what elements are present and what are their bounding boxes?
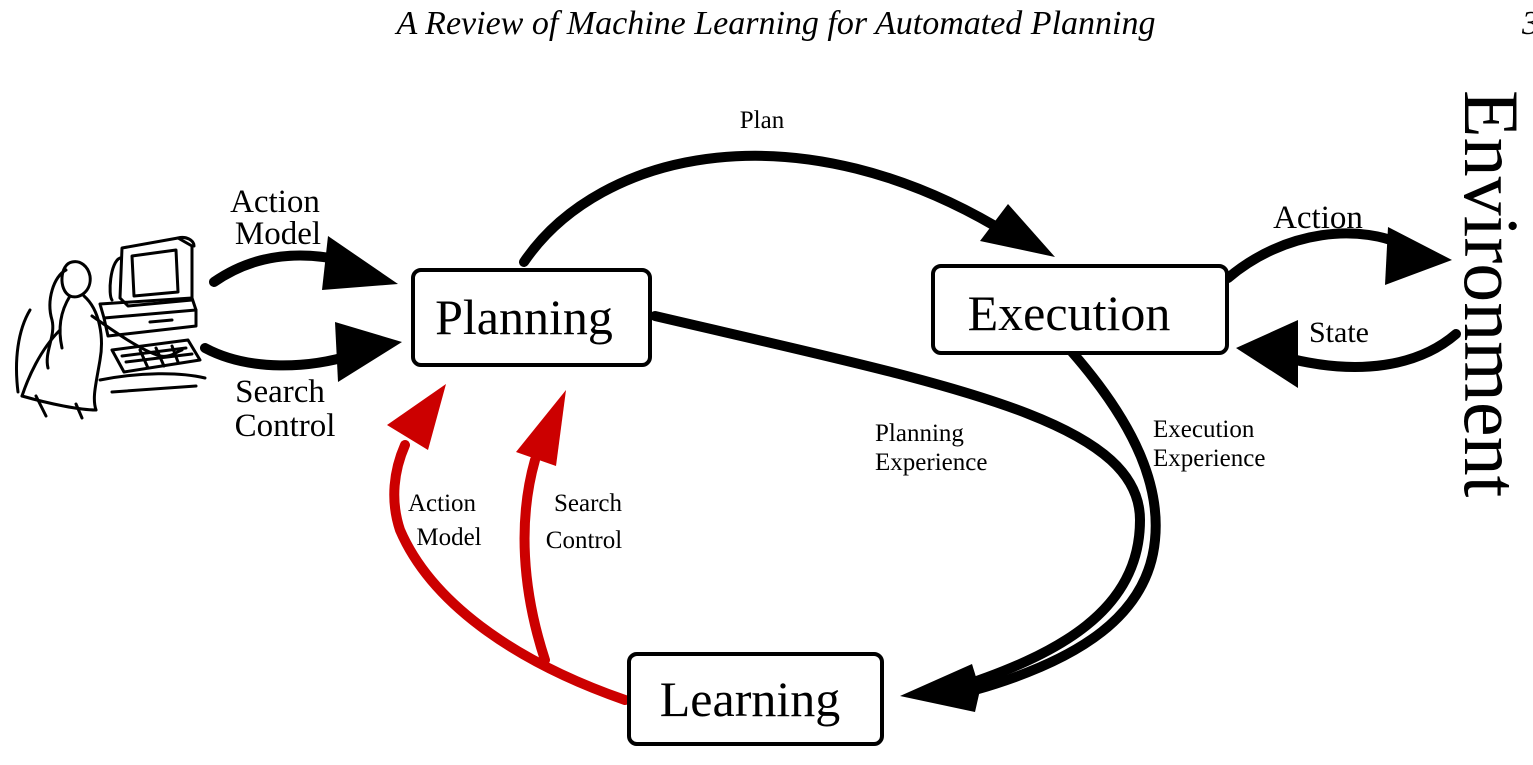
- user-action-model-line1: Action: [230, 184, 320, 220]
- arrow-user-search-control: [200, 343, 357, 371]
- planning-experience-line2: Experience: [875, 449, 987, 476]
- edge-label-planning-experience: Planning Experience: [875, 420, 987, 476]
- user-action-model-line2: Model: [235, 216, 321, 252]
- arrow-state: [1275, 329, 1461, 372]
- learned-action-model-line2: Model: [416, 524, 481, 551]
- arrowhead-action: [1385, 227, 1452, 285]
- arrowhead-state: [1236, 320, 1298, 388]
- user-search-control-line1: Search: [235, 374, 325, 410]
- planning-experience-line1: Planning: [875, 420, 964, 447]
- edge-label-learned-search-control: Search Control: [546, 490, 623, 554]
- arrowhead-learned-search-control: [516, 390, 566, 466]
- learned-search-control-line1: Search: [554, 490, 623, 517]
- node-execution-label: Execution: [968, 285, 1171, 341]
- node-planning-label: Planning: [435, 289, 613, 345]
- edge-label-user-search-control: Search Control: [235, 374, 336, 444]
- arrow-learned-search-control: [519, 455, 550, 665]
- edge-label-execution-experience: Execution Experience: [1153, 416, 1265, 472]
- page-header-title: A Review of Machine Learning for Automat…: [395, 5, 1156, 42]
- arrowhead-plan: [980, 204, 1055, 257]
- execution-experience-line1: Execution: [1153, 416, 1255, 443]
- edge-label-plan: Plan: [740, 107, 785, 134]
- person-at-computer-icon: [15, 236, 207, 420]
- execution-experience-line2: Experience: [1153, 445, 1265, 472]
- user-search-control-line2: Control: [235, 408, 336, 444]
- edge-label-action: Action: [1273, 200, 1363, 236]
- node-execution: Execution: [931, 264, 1229, 355]
- node-planning: Planning: [411, 268, 652, 367]
- edge-label-user-action-model: Action Model: [230, 184, 321, 252]
- edge-label-learned-action-model: Action Model: [408, 490, 482, 551]
- node-learning: Learning: [627, 652, 884, 746]
- environment-label: Environment: [1448, 90, 1533, 498]
- arrowhead-user-action-model: [322, 236, 398, 290]
- arrow-execution-experience: [970, 347, 1161, 695]
- arrow-action: [1223, 228, 1415, 283]
- arrowhead-learned-action-model: [387, 384, 446, 450]
- arrowhead-learning: [900, 664, 980, 712]
- arrowheads-red: [387, 384, 566, 466]
- edge-label-state: State: [1309, 316, 1369, 349]
- arrowhead-user-search-control: [335, 322, 402, 382]
- arrow-plan: [519, 150, 1015, 267]
- arrowheads-black: [322, 204, 1452, 712]
- arrows-black: [200, 150, 1461, 695]
- learned-search-control-line2: Control: [546, 527, 622, 554]
- page-number: 3: [1521, 5, 1533, 42]
- node-learning-label: Learning: [660, 671, 840, 727]
- arrow-planning-experience: [650, 311, 1146, 695]
- learned-action-model-line1: Action: [408, 490, 477, 517]
- arrow-learned-action-model: [389, 440, 630, 705]
- arrows-red: [389, 440, 630, 705]
